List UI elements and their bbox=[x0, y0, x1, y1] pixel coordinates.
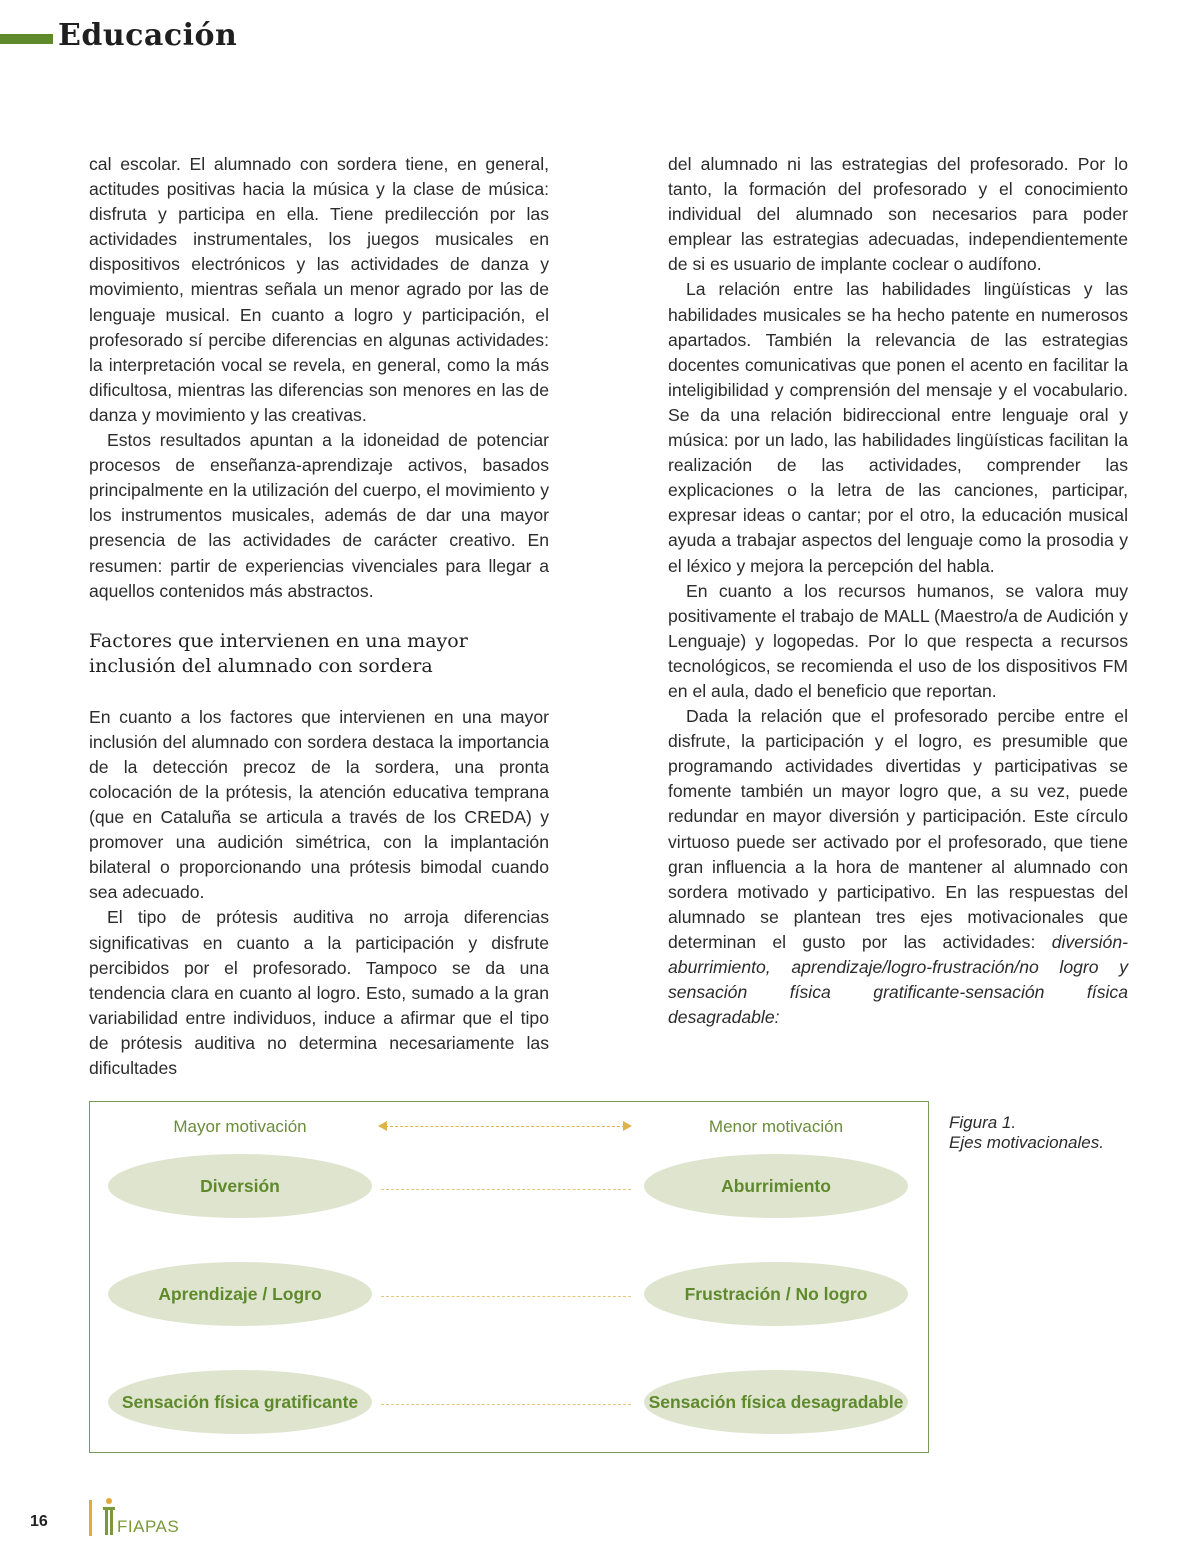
double-arrow-icon bbox=[378, 1121, 632, 1131]
paragraph: Dada la relación que el profesorado perc… bbox=[668, 704, 1128, 1030]
connector-line bbox=[381, 1404, 631, 1405]
logo-accent-bar bbox=[89, 1500, 92, 1536]
figure-caption-number: Figura 1. bbox=[949, 1113, 1017, 1132]
fiapas-logo: FIAPAS bbox=[89, 1497, 209, 1537]
paragraph: Estos resultados apuntan a la idoneidad … bbox=[89, 430, 549, 601]
oval-right-2: Frustración / No logro bbox=[644, 1262, 908, 1326]
figure-caption-title: Ejes motivacionales. bbox=[949, 1133, 1104, 1152]
figure-motivational-axes: Mayor motivación Menor motivación Divers… bbox=[89, 1101, 929, 1453]
page-number: 16 bbox=[30, 1513, 48, 1530]
right-column: del alumnado ni las estrategias del prof… bbox=[668, 152, 1128, 1030]
paragraph: En cuanto a los factores que intervienen… bbox=[89, 706, 549, 903]
oval-left-2: Aprendizaje / Logro bbox=[108, 1262, 372, 1326]
paragraph: del alumnado ni las estrategias del prof… bbox=[668, 154, 1128, 275]
paragraph: El tipo de prótesis auditiva no arroja d… bbox=[89, 907, 549, 1078]
paragraph: cal escolar. El alumnado con sordera tie… bbox=[89, 154, 549, 425]
paragraph-text: Dada la relación que el profesorado perc… bbox=[668, 706, 1128, 952]
oval-left-1: Diversión bbox=[108, 1154, 372, 1218]
axis-label-less-motivation: Menor motivación bbox=[708, 1117, 844, 1136]
logo-text: FIAPAS bbox=[117, 1517, 180, 1536]
paragraph: La relación entre las habilidades lingüí… bbox=[668, 279, 1128, 576]
left-column: cal escolar. El alumnado con sordera tie… bbox=[89, 152, 549, 1081]
fiapas-figure-icon bbox=[103, 1498, 115, 1535]
section-title: Educación bbox=[58, 18, 238, 53]
axis-label-more-motivation: Mayor motivación bbox=[173, 1117, 307, 1136]
section-heading: Factores que intervienen en una mayor in… bbox=[89, 629, 468, 677]
figure-caption: Figura 1. Ejes motivacionales. bbox=[949, 1113, 1104, 1153]
connector-line bbox=[381, 1189, 631, 1190]
connector-line bbox=[381, 1296, 631, 1297]
oval-left-3: Sensación física gratificante bbox=[108, 1370, 372, 1434]
emphasis-text: diversión-aburrimiento, aprendizaje/logr… bbox=[668, 931, 1128, 1028]
oval-right-1: Aburrimiento bbox=[644, 1154, 908, 1218]
section-accent-bar bbox=[0, 34, 53, 44]
oval-right-3: Sensación física desagradable bbox=[644, 1370, 908, 1434]
paragraph: En cuanto a los recursos humanos, se val… bbox=[668, 580, 1128, 701]
